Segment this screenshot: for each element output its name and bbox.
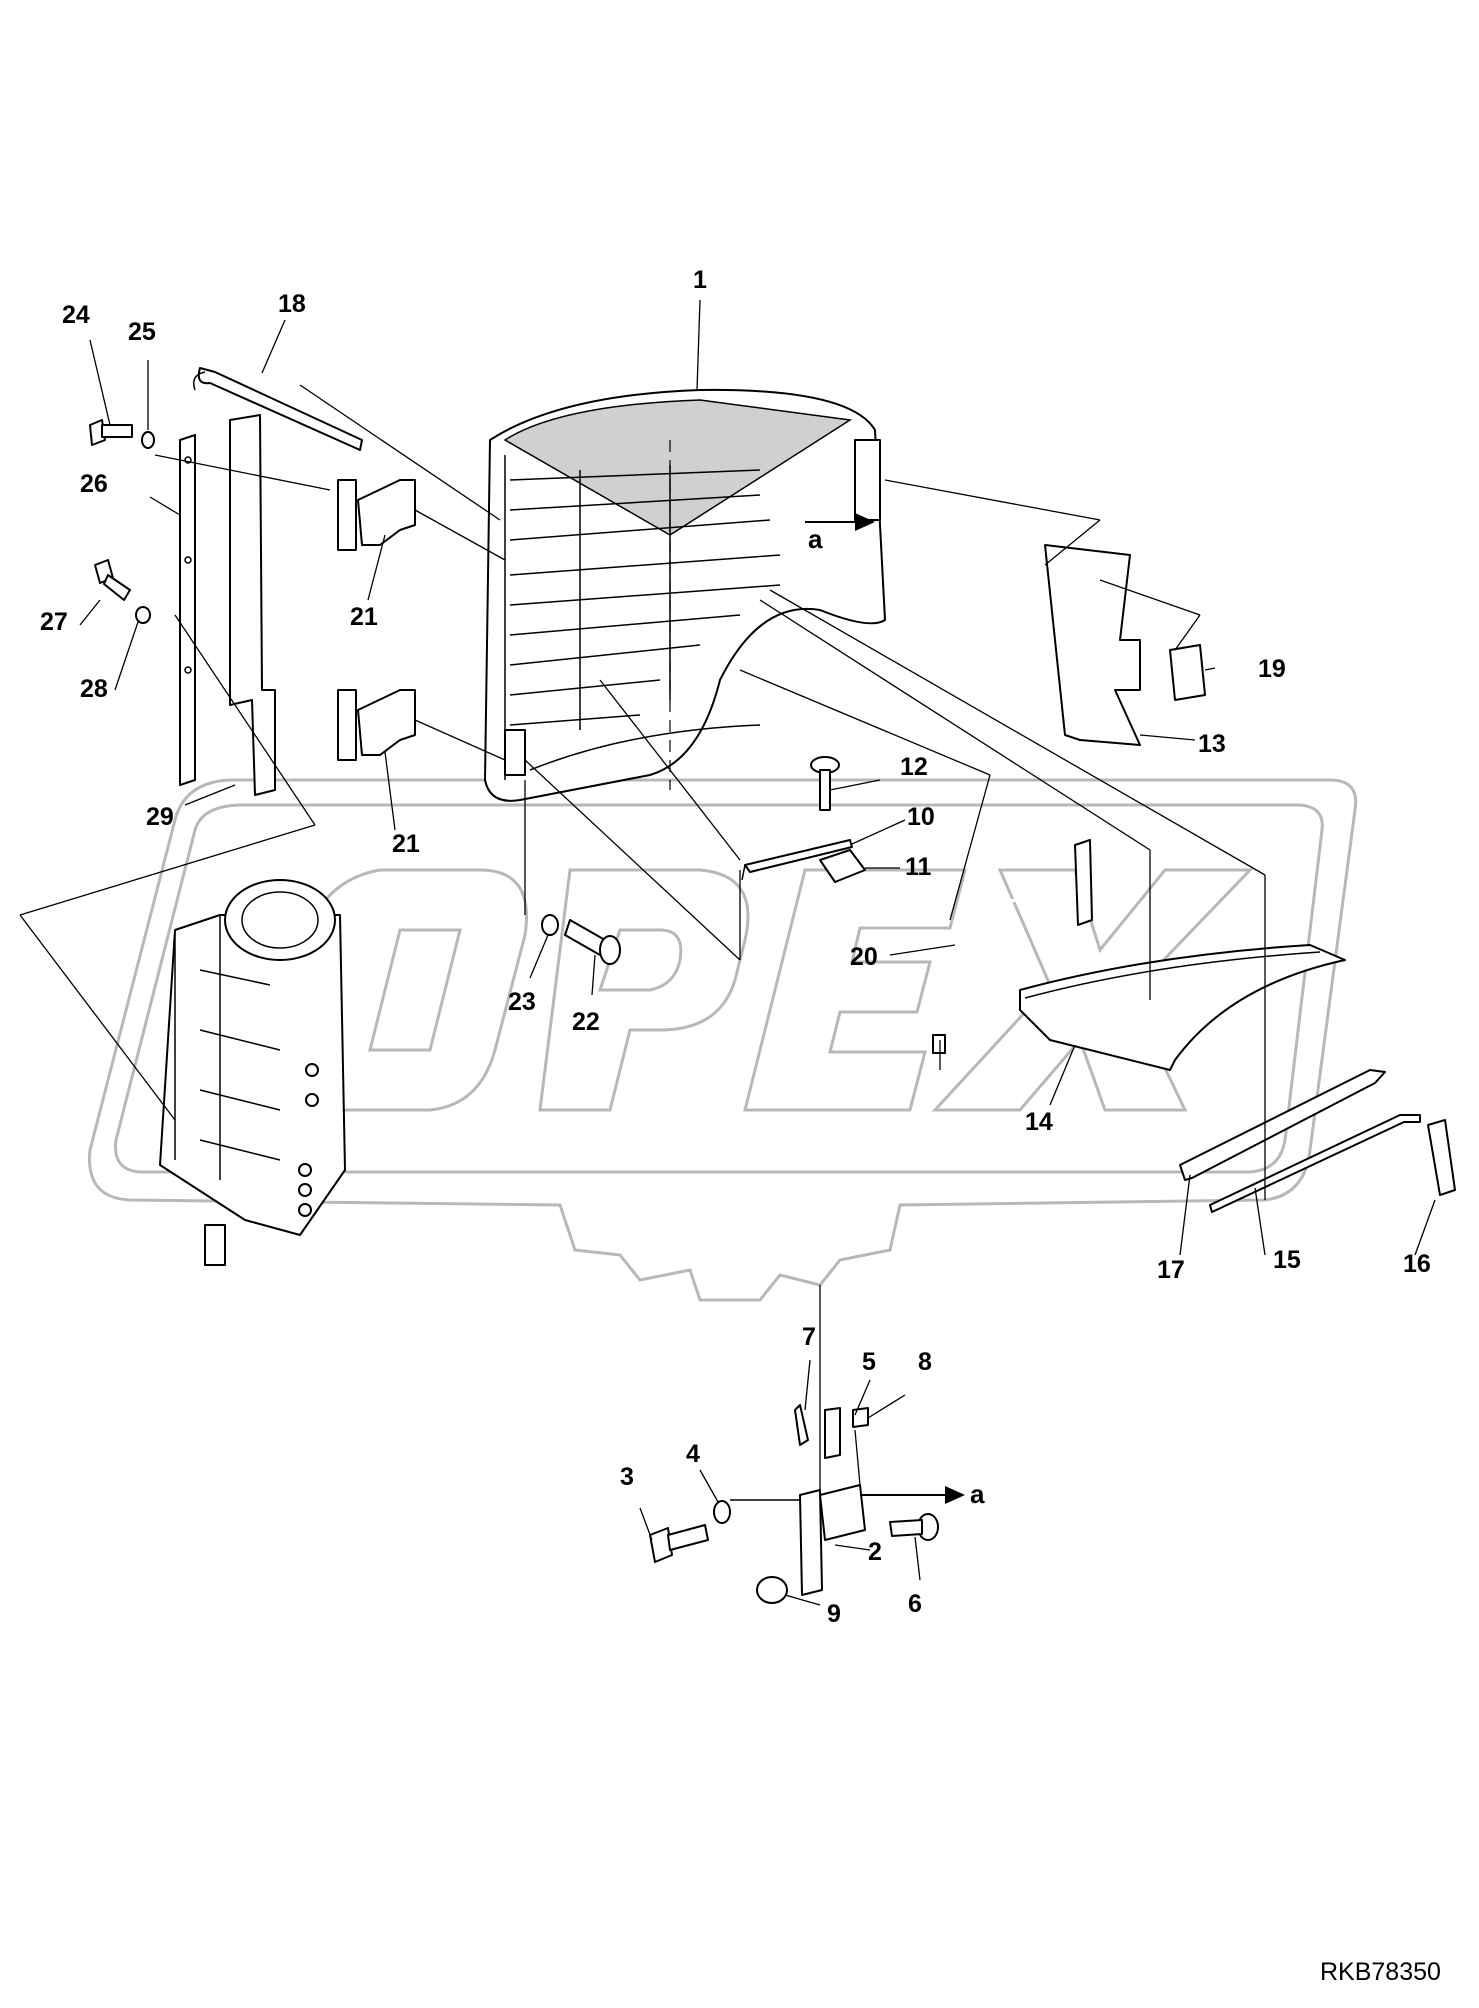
side-panel-13 <box>1044 544 1141 746</box>
callout-6: 6 <box>908 1590 922 1618</box>
callout-12: 12 <box>900 753 928 781</box>
bolt-27 <box>94 559 131 601</box>
bolt-6 <box>889 1513 939 1541</box>
callout-28: 28 <box>80 675 108 703</box>
rod-15 <box>1209 1114 1421 1213</box>
strip-17 <box>1179 1069 1386 1181</box>
callout-19: 19 <box>1258 655 1286 683</box>
callout-13: 13 <box>1198 730 1226 758</box>
callout-labels: 1 2 3 4 5 6 7 8 9 10 11 12 13 14 15 16 1… <box>40 266 1431 1628</box>
hinge-lower <box>337 689 416 761</box>
tank-assembly <box>159 879 346 1266</box>
callout-20: 20 <box>850 943 878 971</box>
callout-7: 7 <box>802 1323 816 1351</box>
watermark-letter-x <box>931 868 1254 1112</box>
direction-letter-lower: a <box>970 1479 985 1509</box>
callout-21-lower: 21 <box>392 830 420 858</box>
grille-housing <box>484 388 886 802</box>
watermark-inner-outline <box>114 803 1324 1174</box>
watermark-letter-p <box>538 868 750 1112</box>
callout-26: 26 <box>80 470 108 498</box>
watermark-gear-outline <box>88 778 1358 1302</box>
callout-16: 16 <box>1403 1250 1431 1278</box>
leader-lines <box>19 299 1436 1606</box>
bolt-24 <box>89 419 133 446</box>
drawing-code: RKB78350 <box>1320 1958 1441 1986</box>
callout-9: 9 <box>827 1600 841 1628</box>
block-19 <box>1169 644 1206 701</box>
callout-5: 5 <box>862 1348 876 1376</box>
callout-18: 18 <box>278 290 306 318</box>
callout-10: 10 <box>907 803 935 831</box>
hinge-pin-assembly: a <box>649 1404 985 1604</box>
direction-arrow-upper: a <box>805 513 875 554</box>
side-mounting-strip <box>179 434 196 786</box>
watermark-letter-e <box>743 868 967 1112</box>
washer-4 <box>713 1500 731 1524</box>
cap-9 <box>756 1576 788 1604</box>
washer-25 <box>141 431 155 449</box>
callout-17: 17 <box>1157 1256 1185 1284</box>
bolt-22 <box>564 919 621 965</box>
screw-12 <box>810 756 840 811</box>
latch-clip-11 <box>819 849 866 883</box>
hinge-upper <box>337 479 416 551</box>
callout-24: 24 <box>62 301 90 329</box>
watermark <box>88 778 1358 1302</box>
top-panel-14 <box>1019 944 1346 1071</box>
washer-23 <box>541 914 559 936</box>
clip-16 <box>1427 1119 1456 1196</box>
callout-3: 3 <box>620 1463 634 1491</box>
callout-8: 8 <box>918 1348 932 1376</box>
callout-11: 11 <box>905 853 932 881</box>
callout-2: 2 <box>868 1538 882 1566</box>
washer-28 <box>135 606 151 624</box>
callout-1: 1 <box>693 266 707 294</box>
callout-27: 27 <box>40 608 68 636</box>
foam-seal <box>229 414 276 796</box>
direction-letter-upper: a <box>808 524 823 554</box>
callout-25: 25 <box>128 318 156 346</box>
callout-15: 15 <box>1273 1246 1301 1274</box>
bolt-3 <box>649 1524 709 1563</box>
callout-21-upper: 21 <box>350 603 378 631</box>
callout-29: 29 <box>146 803 174 831</box>
callout-22: 22 <box>572 1008 600 1036</box>
cable-20-inner <box>938 896 1081 1041</box>
top-seal-strip <box>197 367 363 451</box>
callout-4: 4 <box>686 1440 700 1468</box>
callout-23: 23 <box>508 988 536 1016</box>
callout-14: 14 <box>1025 1108 1053 1136</box>
latch-rod-10 <box>744 839 853 873</box>
